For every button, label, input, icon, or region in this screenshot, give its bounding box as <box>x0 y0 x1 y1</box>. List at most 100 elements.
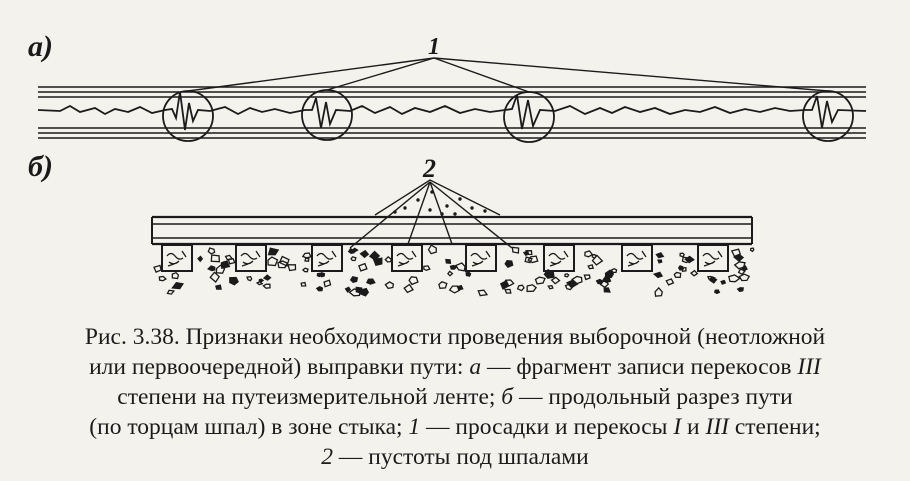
ballast-stone <box>603 287 611 293</box>
ballast-stone <box>384 256 392 263</box>
ballast-stone <box>749 247 755 253</box>
cross-level-trace <box>37 91 867 131</box>
ballast-stone <box>350 256 357 262</box>
ballast-stone <box>657 259 663 264</box>
ballast-stone <box>477 289 489 297</box>
ballast-stone <box>511 246 520 254</box>
ballast-stone <box>679 252 686 258</box>
ballast-stone <box>207 265 216 272</box>
ballast-stone <box>423 265 431 272</box>
diagram-svg <box>37 57 867 297</box>
ballast-stone <box>738 273 751 282</box>
ballast-stone <box>681 256 692 264</box>
caption-text: степени на путеизмерительной ленте; <box>117 384 502 410</box>
ballast-stone <box>158 275 167 282</box>
ballast-stone <box>315 285 324 292</box>
ballast-stone <box>677 265 684 271</box>
sleepers <box>161 244 729 272</box>
sleeper-texture <box>166 250 187 267</box>
leader-2b <box>407 181 431 245</box>
ballast-stone <box>153 264 162 273</box>
caption-text: и <box>681 414 706 440</box>
ballast-stone <box>171 281 184 290</box>
caption-text: — фрагмент записи перекосов <box>481 354 798 380</box>
void-dot <box>445 204 449 208</box>
ballast-stone <box>652 271 664 279</box>
ballast-stone <box>287 264 297 272</box>
ballast-stone <box>166 289 176 295</box>
ballast-stone <box>358 262 368 272</box>
caption-italic: 1 <box>408 414 421 440</box>
ballast-stone <box>349 276 359 284</box>
ballast-stone <box>300 281 307 287</box>
leader-1d <box>433 57 829 92</box>
caption-italic: I <box>673 414 682 440</box>
ballast-stone <box>543 268 555 279</box>
ballast-stone <box>197 255 204 263</box>
ballast-stone <box>610 267 618 274</box>
ballast-stone <box>445 258 452 265</box>
ballast-stone <box>427 244 437 255</box>
sleeper-texture <box>396 250 417 267</box>
void-dot <box>428 208 432 212</box>
caption-italic: III <box>797 354 821 380</box>
ballast-stone <box>526 284 538 293</box>
ballast-stone <box>229 276 239 286</box>
ballast-stone <box>737 268 746 276</box>
caption-italic: 2 <box>321 444 333 470</box>
ballast-stone <box>447 270 454 277</box>
ballast-stone <box>714 289 721 295</box>
ballast-stone <box>344 286 352 293</box>
ballast-stone <box>347 247 355 254</box>
defect-circle-3 <box>503 91 555 143</box>
void-dots <box>393 190 487 216</box>
ballast-stone <box>534 276 546 285</box>
leader-2a <box>349 181 431 249</box>
caption-text: — пустоты под шпалами <box>333 444 589 470</box>
ballast-stone <box>673 271 682 279</box>
ballast-stone <box>262 283 271 289</box>
caption-text: или первоочередной) выправки пути: <box>89 354 470 380</box>
void-dot <box>458 197 462 201</box>
void-dot <box>440 212 444 216</box>
ballast-stone <box>438 281 448 289</box>
ballast-stone <box>654 286 664 297</box>
ballast-stone <box>604 269 615 279</box>
ballast-stone <box>527 255 539 264</box>
void-dot <box>430 190 434 194</box>
sleeper-texture <box>548 250 569 267</box>
caption-text: — продольный разрез пути <box>513 384 793 410</box>
sleeper-texture <box>470 250 491 267</box>
sleeper-texture <box>240 250 261 267</box>
ballast-stone <box>301 252 312 259</box>
ballast-stone <box>215 284 222 290</box>
sleeper-5 <box>465 244 497 272</box>
caption-line-2: или первоочередной) выправки пути: а — ф… <box>8 352 902 382</box>
ballast-stone <box>255 281 264 286</box>
panel-label-a: а) <box>28 30 53 63</box>
void-dot <box>393 210 397 214</box>
caption-line-4: (по торцам шпал) в зоне стыка; 1 — проса… <box>8 412 902 442</box>
ballast-stone <box>591 254 604 266</box>
ballast-stone <box>655 252 665 259</box>
ballast-stone <box>465 271 472 277</box>
leader-2d <box>429 181 513 249</box>
void-dot <box>403 206 407 210</box>
ballast-stone <box>504 288 512 294</box>
caption-italic: III <box>705 414 729 440</box>
ballast-stone <box>323 279 332 288</box>
void-outline <box>374 179 501 216</box>
ballast-stone <box>454 262 466 272</box>
ballast-stone <box>227 258 236 265</box>
ballast-stone <box>171 271 180 280</box>
caption-line-1: Рис. 3.38. Признаки необходимости провед… <box>84 324 826 350</box>
ballast-stone <box>583 274 591 281</box>
ballast-stone <box>516 284 525 292</box>
void-dot <box>453 212 457 216</box>
void-dot <box>416 198 420 202</box>
ballast-stone <box>267 256 279 267</box>
ballast-stone <box>709 276 718 284</box>
ballast-stone <box>368 250 381 261</box>
callout-label-2: 2 <box>423 154 436 183</box>
ballast-stone <box>565 279 579 289</box>
